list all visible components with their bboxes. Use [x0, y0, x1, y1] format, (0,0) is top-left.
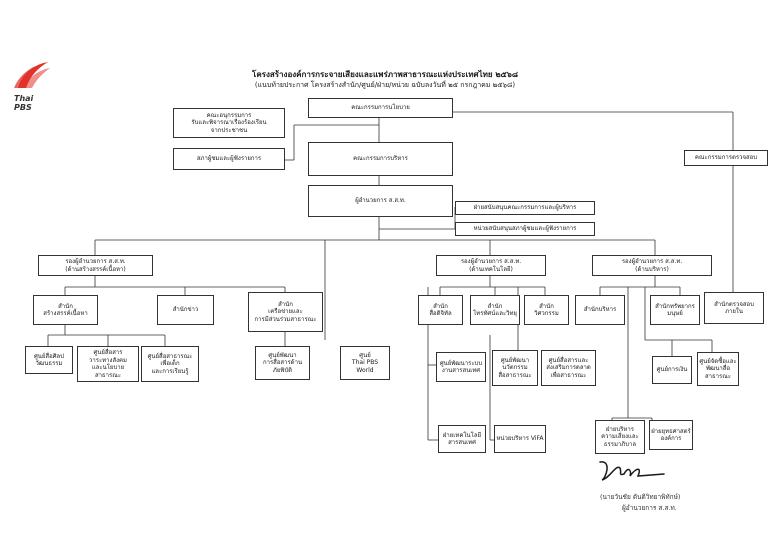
audience-council-box: สภาผู้ชมและผู้ฟังรายการ — [173, 148, 285, 170]
center-social-box: ศูนย์สื่อสาร วาระทางสังคม และนโยบายสาธาร… — [77, 346, 139, 382]
center-world-box: ศูนย์ Thai PBS World — [340, 346, 390, 380]
logo-text: Thai PBS — [14, 94, 34, 112]
dept-strategy-box: ฝ่ายยุทธศาสตร์ องค์การ — [649, 420, 693, 450]
deputy-tech-box: รองผู้อำนวยการ ส.ส.ท. (ด้านเทคโนโลยี) — [436, 255, 546, 276]
support-council-box: หน่วยสนับสนุนสภาผู้ชมและผู้ฟังรายการ — [455, 222, 595, 236]
board-exec-box: คณะกรรมการบริหาร — [308, 142, 453, 176]
deputy-content-box: รองผู้อำนวยการ ส.ส.ท. (ด้านสร้างสรรค์เนื… — [38, 255, 153, 276]
office-creative-box: สำนัก สร้างสรรค์เนื้อหา — [33, 295, 98, 325]
page-subtitle: (แนบท้ายประกาศ โครงสร้างสำนัก/ศูนย์/ฝ่าย… — [254, 81, 516, 89]
dept-risk-box: ฝ่ายบริหาร ความเสี่ยงและ ธรรมาภิบาล — [595, 420, 645, 454]
center-disaster-box: ศูนย์พัฒนา การสื่อสารด้าน ภัยพิบัติ — [255, 346, 310, 380]
dept-it-box: ฝ่ายเทคโนโลยี สารสนเทศ — [438, 425, 486, 453]
director-box: ผู้อำนวยการ ส.ส.ท. — [308, 185, 453, 217]
signature-name: (นายวันชัย ตันติวิทยาพิทักษ์) — [600, 493, 681, 501]
office-network-box: สำนัก เครือข่ายและ การมีส่วนร่วมสาธารณะ — [248, 292, 323, 332]
center-innovation-box: ศูนย์พัฒนา นวัตกรรม สื่อสาธารณะ — [492, 350, 538, 386]
office-digital-box: สำนัก สื่อดิจิทัล — [418, 295, 463, 325]
center-marketing-box: ศูนย์สื่อสารและ ส่งเสริมการตลาด เพื่อสาธ… — [541, 350, 596, 386]
signature-position: ผู้อำนวยการ ส.ส.ท. — [622, 504, 677, 512]
center-arts-box: ศูนย์สื่อศิลป วัฒนธรรม — [25, 346, 73, 374]
deputy-admin-box: รองผู้อำนวยการ ส.ส.ท. (ด้านบริหาร) — [592, 255, 712, 276]
center-procurement-box: ศูนย์จัดซื้อและ พัฒนาสื่อ สาธารณะ — [697, 352, 739, 386]
office-internal-audit-box: สำนักตรวจสอบ ภายใน — [704, 292, 764, 324]
office-engineering-box: สำนัก วิศวกรรม — [524, 295, 569, 325]
center-sysdev-box: ศูนย์พัฒนาระบบ งานสารสนเทศ — [436, 352, 486, 382]
signature-mark — [599, 461, 665, 481]
complaints-committee-box: คณะอนุกรรมการ รับและพิจารณาเรื่องร้องเรี… — [173, 108, 285, 138]
audit-committee-box: คณะกรรมการตรวจสอบ — [684, 150, 768, 166]
unit-vifa-box: หน่วยบริหาร ViFA — [494, 425, 546, 453]
office-tvradio-box: สำนัก โทรทัศน์และวิทยุ — [470, 295, 520, 325]
page-title: โครงสร้างองค์การกระจายเสียงและแพร่ภาพสาธ… — [252, 70, 518, 79]
office-admin-box: สำนักบริหาร — [575, 295, 625, 325]
center-finance-box: ศูนย์การเงิน — [652, 356, 692, 384]
center-learning-box: ศูนย์สื่อสาธารณะ เพื่อเด็ก และการเรียนรู… — [141, 346, 199, 382]
board-policy-box: คณะกรรมการนโยบาย — [308, 98, 453, 118]
office-hr-box: สำนักทรัพยากร มนุษย์ — [650, 295, 700, 325]
support-board-box: ฝ่ายสนับสนุนคณะกรรมการและผู้บริหาร — [455, 201, 595, 215]
logo-swoosh-icon — [14, 62, 50, 88]
thai-pbs-logo: Thai PBS — [12, 58, 52, 112]
office-news-box: สำนักข่าว — [157, 295, 214, 325]
